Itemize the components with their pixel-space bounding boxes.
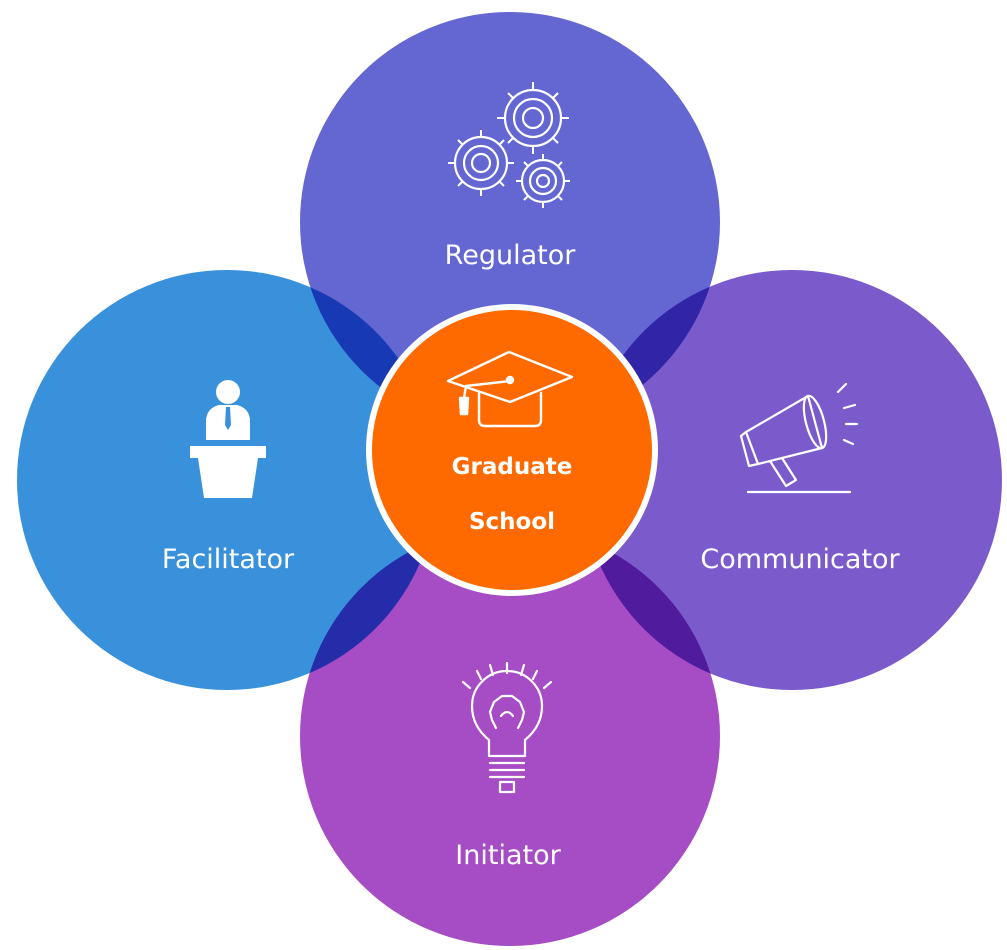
initiator-circle	[300, 526, 720, 946]
gears-icon	[448, 82, 570, 208]
facilitator-label: Facilitator	[161, 544, 295, 575]
graduation-cap-icon	[446, 350, 574, 428]
initiator-label: Initiator	[455, 840, 561, 871]
speaker-tie	[225, 407, 231, 430]
center-circle-fill	[372, 310, 652, 590]
regulator-label: Regulator	[444, 240, 576, 271]
center-label-line2: School	[468, 509, 556, 535]
lightbulb-icon	[461, 661, 553, 794]
regulator-circle	[300, 12, 720, 432]
megaphone-icon	[739, 382, 859, 494]
communicator-circle	[582, 270, 1002, 690]
center-label-line1: Graduate	[451, 454, 573, 480]
communicator-label: Communicator	[700, 544, 900, 575]
